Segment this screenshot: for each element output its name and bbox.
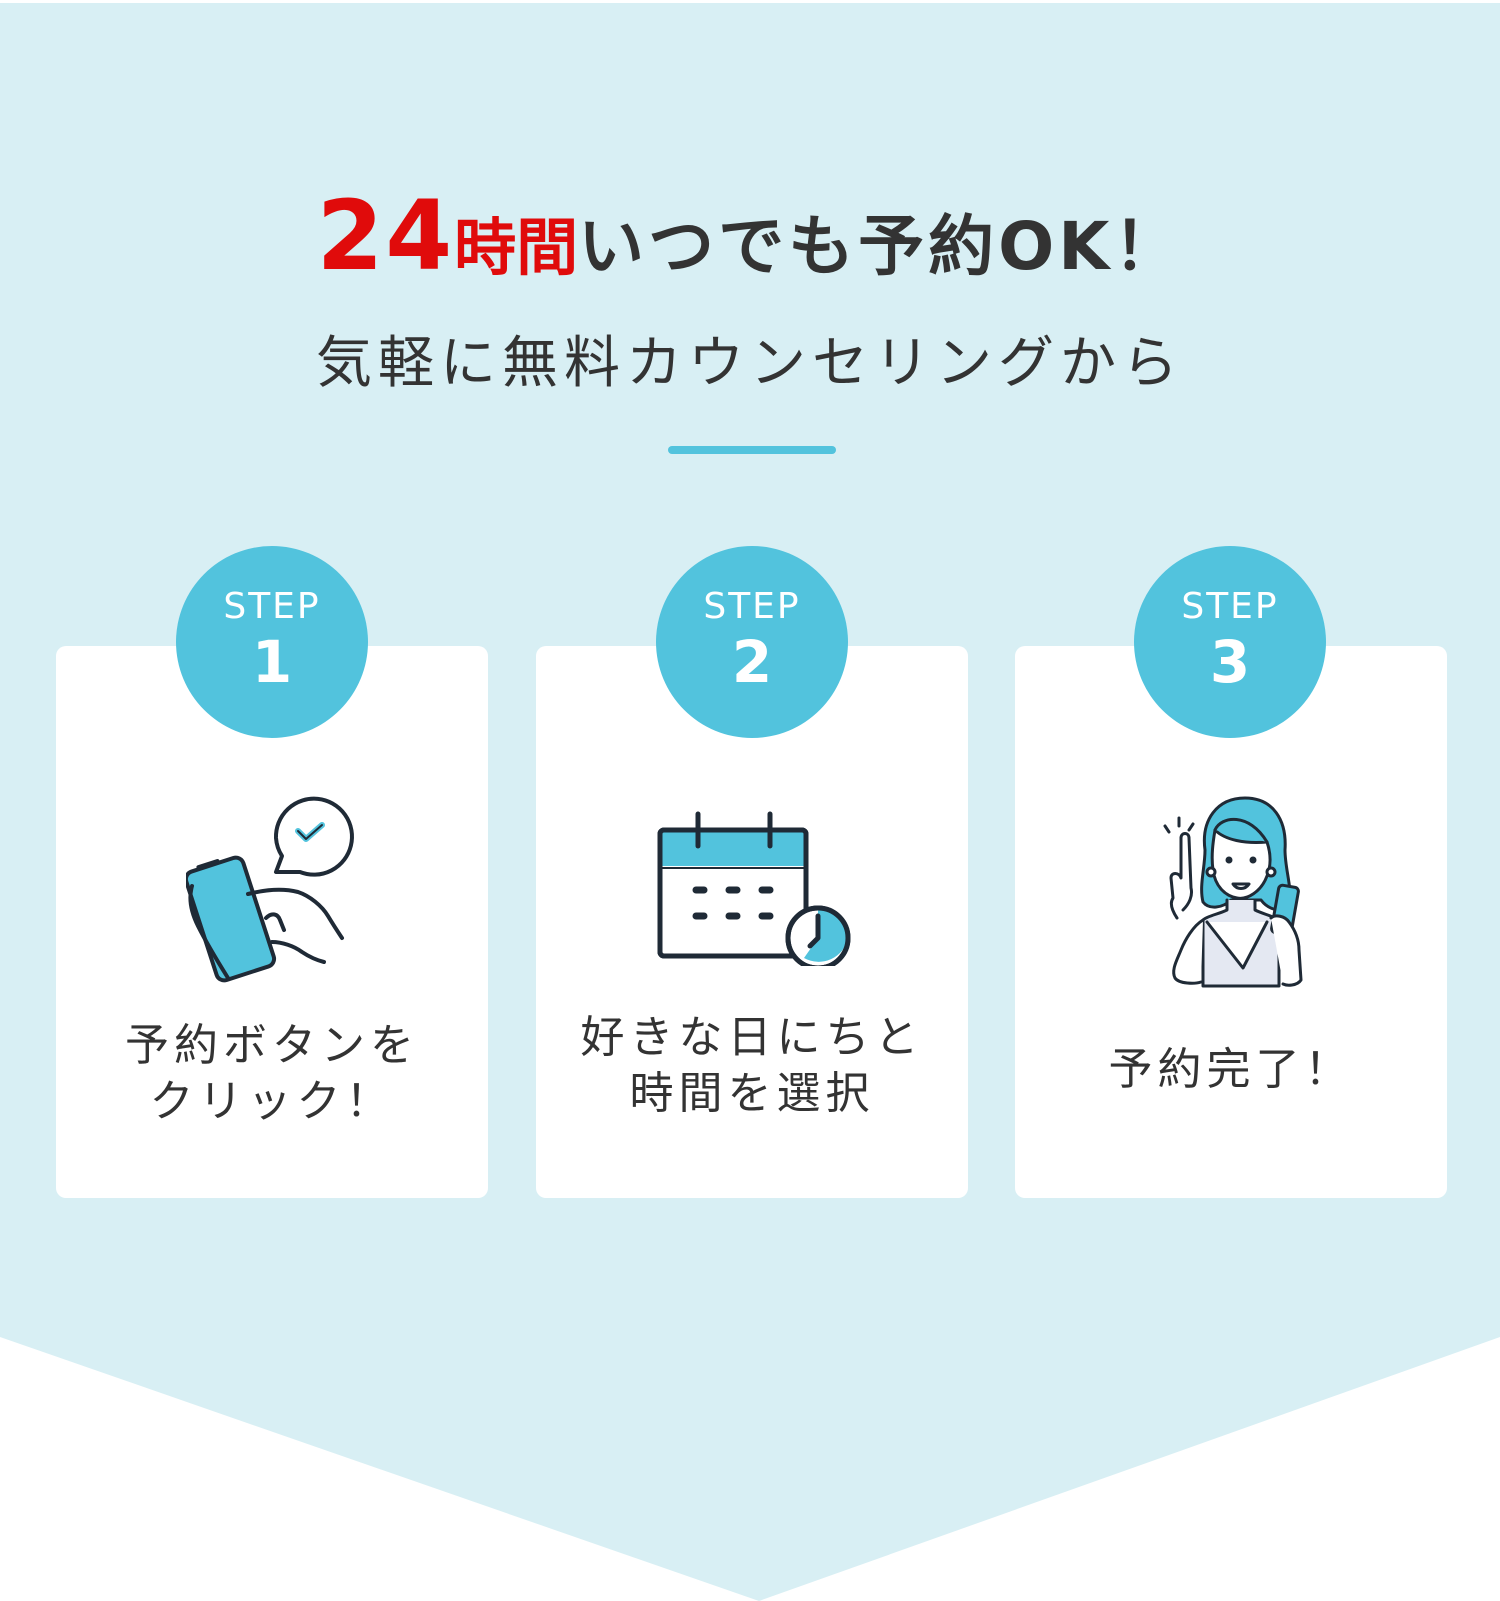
phone-tap-check-icon <box>186 796 354 983</box>
step-card-3: 予約完了！ <box>1015 646 1447 1198</box>
step-caption: 予約ボタンを クリック！ <box>56 1018 488 1130</box>
caption-line-1: 好きな日にちと <box>580 1012 924 1063</box>
step-number: 1 <box>251 628 293 696</box>
headline-number: 24 <box>316 180 455 292</box>
step-caption: 予約完了！ <box>1015 1042 1447 1098</box>
caption-line-2: クリック！ <box>149 1076 395 1127</box>
caption-line-1: 予約ボタンを <box>125 1020 419 1071</box>
step-number: 2 <box>731 628 773 696</box>
caption-line-1: 予約完了！ <box>1108 1044 1354 1095</box>
step-badge-1: STEP 1 <box>176 546 368 738</box>
headline-highlight: 時間 <box>454 211 579 284</box>
subtitle: 気軽に無料カウンセリングから <box>316 331 1184 396</box>
caption-line-2: 時間を選択 <box>629 1068 875 1119</box>
headline: 24時間いつでも予約OK！ <box>0 180 1500 292</box>
divider <box>668 446 836 454</box>
calendar-clock-icon <box>657 811 851 966</box>
step-badge-2: STEP 2 <box>656 546 848 738</box>
step-label: STEP <box>223 586 321 627</box>
step-caption: 好きな日にちと 時間を選択 <box>536 1010 968 1122</box>
step-number: 3 <box>1209 628 1251 696</box>
step-badge-3: STEP 3 <box>1134 546 1326 738</box>
step-card-1: 予約ボタンを クリック！ <box>56 646 488 1198</box>
step-label: STEP <box>1181 586 1279 627</box>
step-card-2: 好きな日にちと 時間を選択 <box>536 646 968 1198</box>
woman-with-phone-icon <box>1163 796 1303 988</box>
headline-rest: いつでも予約OK！ <box>578 208 1184 285</box>
step-label: STEP <box>703 586 801 627</box>
